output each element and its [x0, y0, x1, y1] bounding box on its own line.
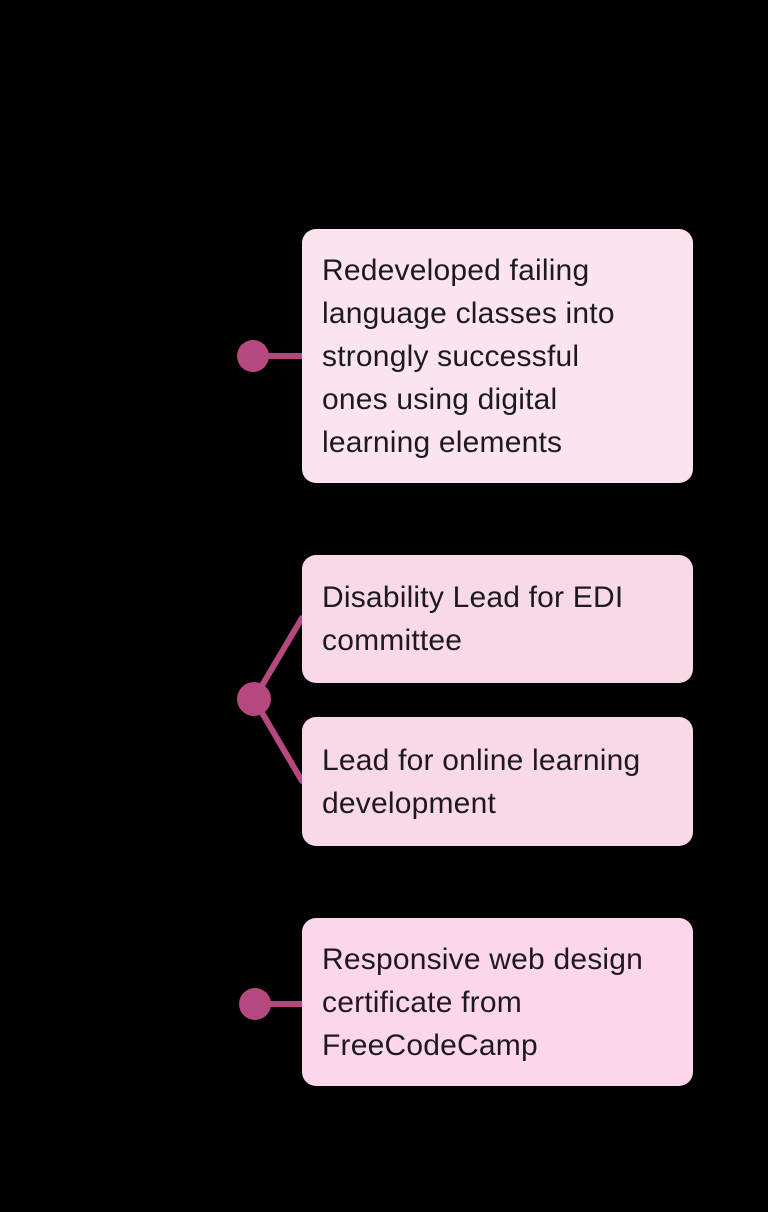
node-redeveloped-language-classes: Redeveloped failing language classes int… [302, 229, 693, 483]
node-text: Responsive web design certificate from F… [322, 942, 644, 1062]
node-online-learning-lead: Lead for online learning development [302, 717, 693, 846]
connector-dot [237, 340, 269, 372]
node-text: Disability Lead for EDI committee [322, 581, 624, 657]
connector-dot [237, 682, 271, 716]
connector-node-4 [239, 988, 307, 1020]
node-responsive-web-design-certificate: Responsive web design certificate from F… [302, 918, 693, 1086]
node-disability-lead-edi: Disability Lead for EDI committee [302, 555, 693, 683]
node-text: Lead for online learning development [322, 743, 641, 820]
connector-node-1 [237, 340, 306, 372]
connector-line [251, 696, 305, 784]
connector-dot [239, 988, 271, 1020]
node-text: Redeveloped failing language classes int… [322, 253, 615, 459]
connector-node-2-node-3 [237, 615, 305, 784]
connector-line [251, 615, 305, 702]
